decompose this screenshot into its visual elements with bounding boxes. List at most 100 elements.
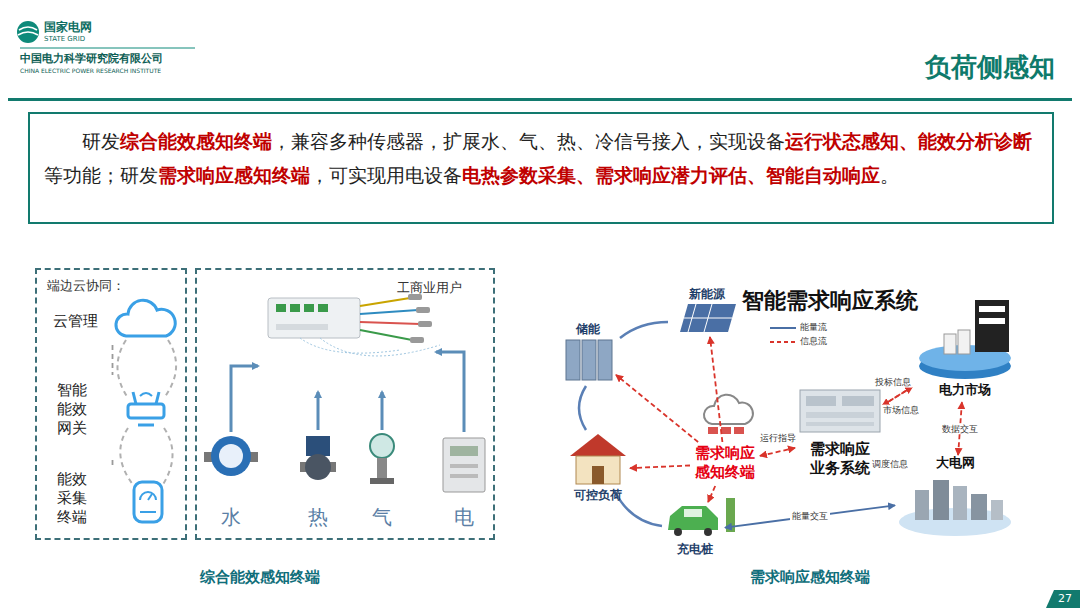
edge-label: 调度信息 xyxy=(870,458,910,469)
connector xyxy=(882,387,912,406)
grid-node-text: 大电网 xyxy=(895,455,1015,471)
text-box-text: 研发综合能效感知终端，兼容多种传感器，扩展水、气、热、冷信号接入，实现设备运行状… xyxy=(44,124,1040,192)
node-label: 能效采集终端 xyxy=(57,470,91,526)
meter-node: 热 xyxy=(288,425,348,534)
edge-label: 数据交互 xyxy=(940,423,980,434)
heat-meter xyxy=(300,436,336,480)
node-label: ，可实现用电设备 xyxy=(310,164,462,186)
meter-node-text: 气 xyxy=(352,505,412,530)
node-label: 端边云协同： xyxy=(47,278,177,294)
system-node-text: 需求响应业务系统 xyxy=(809,440,871,478)
power-meter xyxy=(443,438,485,492)
highlight-text: 需求响应感知终端 xyxy=(158,164,310,186)
node-label: 。 xyxy=(880,164,899,186)
system-node: 需求响应业务系统 xyxy=(795,385,885,490)
meter-node-text: 热 xyxy=(288,505,348,530)
group-box-text: 端边云协同： xyxy=(47,278,177,294)
market-node-text: 电力市场 xyxy=(915,382,1015,398)
node-label: 气 xyxy=(352,505,412,530)
grid-node: 大电网 xyxy=(895,455,1015,540)
gateway-node-text: 智能能效网关 xyxy=(57,381,91,437)
edge-label: 投标信息 xyxy=(873,377,913,388)
node-label: 水 xyxy=(200,505,262,530)
text-box: 研发综合能效感知终端，兼容多种传感器，扩展水、气、热、冷信号接入，实现设备运行状… xyxy=(28,112,1054,224)
gateway-node: 智能能效网关 xyxy=(45,375,180,460)
storage-icon xyxy=(566,340,612,380)
figure-caption: 需求响应感知终端 xyxy=(690,568,930,586)
connector xyxy=(760,448,795,456)
node-label: 需求响应感知终端 xyxy=(694,444,756,482)
connector xyxy=(882,387,912,406)
signal-arrows xyxy=(231,352,464,432)
edge-label: 能量交互 xyxy=(790,511,830,522)
label-text: 国家电网 xyxy=(44,20,134,34)
meter-node: 电 xyxy=(433,425,495,534)
cloud-node-text: 云管理 xyxy=(53,312,117,331)
edge-label: 市场信息 xyxy=(881,405,921,416)
terminal-node-text: 能效采集终端 xyxy=(57,470,91,526)
grid-city xyxy=(899,480,1011,536)
group-box: 工商业用户水 热气电 xyxy=(195,268,495,540)
edge-label: 运行指导 xyxy=(758,432,798,443)
node-label: 电 xyxy=(433,505,495,530)
water-meter xyxy=(204,436,258,476)
node-label: 需求响应业务系统 xyxy=(809,440,871,478)
node-label: 等功能；研发 xyxy=(44,164,158,186)
connector xyxy=(112,460,114,468)
house-icon xyxy=(570,434,626,484)
resource-node-text: 可控负荷 xyxy=(566,488,630,503)
node-label: 储能 xyxy=(560,322,616,337)
resource-node-text: 储能 xyxy=(560,322,616,337)
resource-node: 充电桩 xyxy=(665,502,725,561)
market-icon xyxy=(919,300,1011,379)
label-text: 中国电力科学研究院有限公司 xyxy=(20,52,220,65)
hub-cloud xyxy=(704,395,753,434)
terminal-icon xyxy=(134,482,162,522)
solar-panel xyxy=(680,304,736,332)
legend-text: 信息流 xyxy=(800,336,827,347)
business-system-device xyxy=(800,390,880,432)
highlight-text: 电热参数采集、需求响应潜力评估、智能自动响应 xyxy=(462,164,880,186)
connector xyxy=(710,337,722,442)
header-rule xyxy=(8,98,1072,101)
node-label: 电力市场 xyxy=(915,382,1015,398)
node-label: 云管理 xyxy=(53,312,117,331)
highlight-text: 综合能效感知终端 xyxy=(120,130,272,152)
slide-title: 负荷侧感知 xyxy=(840,50,1055,85)
meter-node-text: 水 xyxy=(200,505,262,530)
page-number: 27 xyxy=(1052,592,1078,605)
resource-node: 新能源 xyxy=(672,287,742,337)
terminal-node: 需求响应感知终端 xyxy=(690,442,760,486)
connector xyxy=(630,466,690,469)
resource-node-text: 充电桩 xyxy=(665,542,725,557)
terminal-node: 能效采集终端 xyxy=(45,468,180,534)
label-text: STATE GRID xyxy=(44,35,134,43)
car-icon xyxy=(668,498,735,536)
resource-node: 可控负荷 xyxy=(566,432,630,507)
node-label: 工商业用户 xyxy=(397,280,489,296)
label-text: 智能需求响应系统 xyxy=(742,288,942,314)
cloud-node: 云管理 xyxy=(45,300,180,345)
resource-node-text: 新能源 xyxy=(672,287,742,302)
connector xyxy=(616,375,698,442)
legend-samples xyxy=(770,328,796,342)
highlight-text: 运行状态感知、能效分析诊断 xyxy=(785,130,1032,152)
meter-node: 气 xyxy=(352,425,412,534)
group-box: 端边云协同： 云管理智能能效网关能效采集终端 xyxy=(35,268,187,540)
gas-meter xyxy=(370,434,394,484)
meter-node: 水 xyxy=(200,425,262,534)
connector xyxy=(708,486,715,502)
node-label: ，兼容多种传感器，扩展水、气、热、冷信号接入，实现设备 xyxy=(272,130,785,152)
legend-text: 能量流 xyxy=(800,322,827,333)
node-label: 智能能效网关 xyxy=(57,381,91,437)
label-text: CHINA ELECTRIC POWER RESEARCH INSTITUTE xyxy=(20,67,220,74)
gateway-icon xyxy=(128,392,164,425)
connector xyxy=(112,345,114,375)
terminal-node-text: 需求响应感知终端 xyxy=(694,444,756,482)
meter-node-text: 电 xyxy=(433,505,495,530)
link-arcs xyxy=(117,340,176,486)
logo xyxy=(17,21,195,48)
resource-node: 储能 xyxy=(560,322,616,382)
connector xyxy=(725,505,895,527)
node-label: 新能源 xyxy=(672,287,742,302)
